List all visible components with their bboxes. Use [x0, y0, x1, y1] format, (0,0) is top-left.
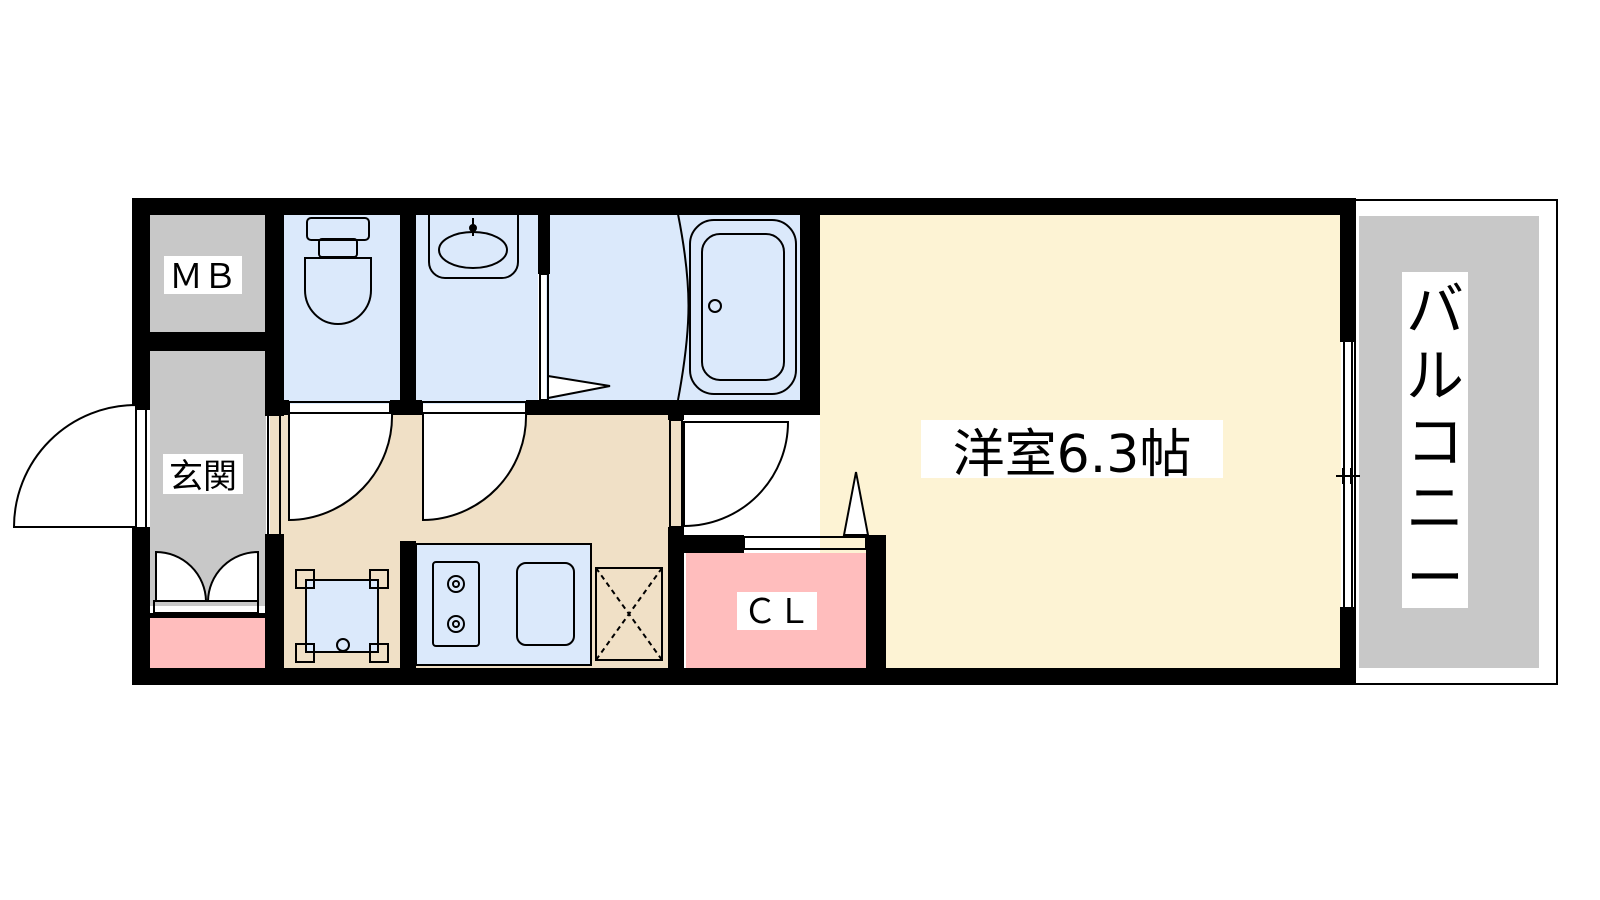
entrance-label: 玄関	[169, 457, 237, 497]
washing-machine-icon	[295, 569, 389, 663]
bath-door	[547, 374, 611, 400]
room-door	[683, 421, 790, 528]
washroom-door	[422, 412, 528, 522]
toilet-floor	[284, 214, 400, 404]
balcony-char-3: コ	[1406, 408, 1464, 476]
balcony-outline	[1354, 199, 1558, 685]
balcony-char-5: ー	[1406, 544, 1464, 612]
bathtub-icon	[677, 213, 797, 401]
washroom-floor	[416, 214, 538, 404]
balcony-char-1: バ	[1406, 276, 1464, 344]
balcony-char-4: ニ	[1406, 474, 1464, 542]
fridge-space-icon	[595, 567, 663, 661]
closet-label-bg	[737, 592, 817, 630]
balcony-label-bg	[1402, 272, 1468, 608]
window-details	[135, 273, 1360, 614]
western-room-label-bg	[921, 420, 1223, 478]
toilet-door	[288, 412, 394, 522]
labels: ＭＢ 玄関 洋室6.3帖 ＣＬ バ ル コ ニ ー	[163, 256, 1468, 632]
shoe-storage-door-right	[206, 550, 259, 602]
walls	[132, 198, 1356, 685]
meter-box-label-bg	[164, 256, 242, 294]
bathroom-floor	[546, 214, 808, 404]
kitchen-counter-icon	[415, 543, 592, 666]
meter-box-label: ＭＢ	[169, 257, 237, 297]
shoe-storage-door-left	[155, 550, 208, 602]
western-room-label: 洋室6.3帖	[953, 425, 1192, 485]
closet-door-marker	[842, 471, 870, 536]
closet-label: ＣＬ	[743, 592, 811, 632]
wash-basin-icon	[428, 213, 519, 279]
shoe-storage-floor	[150, 618, 266, 669]
entrance-label-bg	[163, 454, 243, 494]
fixtures	[295, 213, 797, 666]
balcony-char-2: ル	[1406, 342, 1464, 410]
entrance-door	[12, 403, 137, 528]
door-swings	[12, 374, 870, 602]
toilet-icon	[304, 217, 372, 325]
